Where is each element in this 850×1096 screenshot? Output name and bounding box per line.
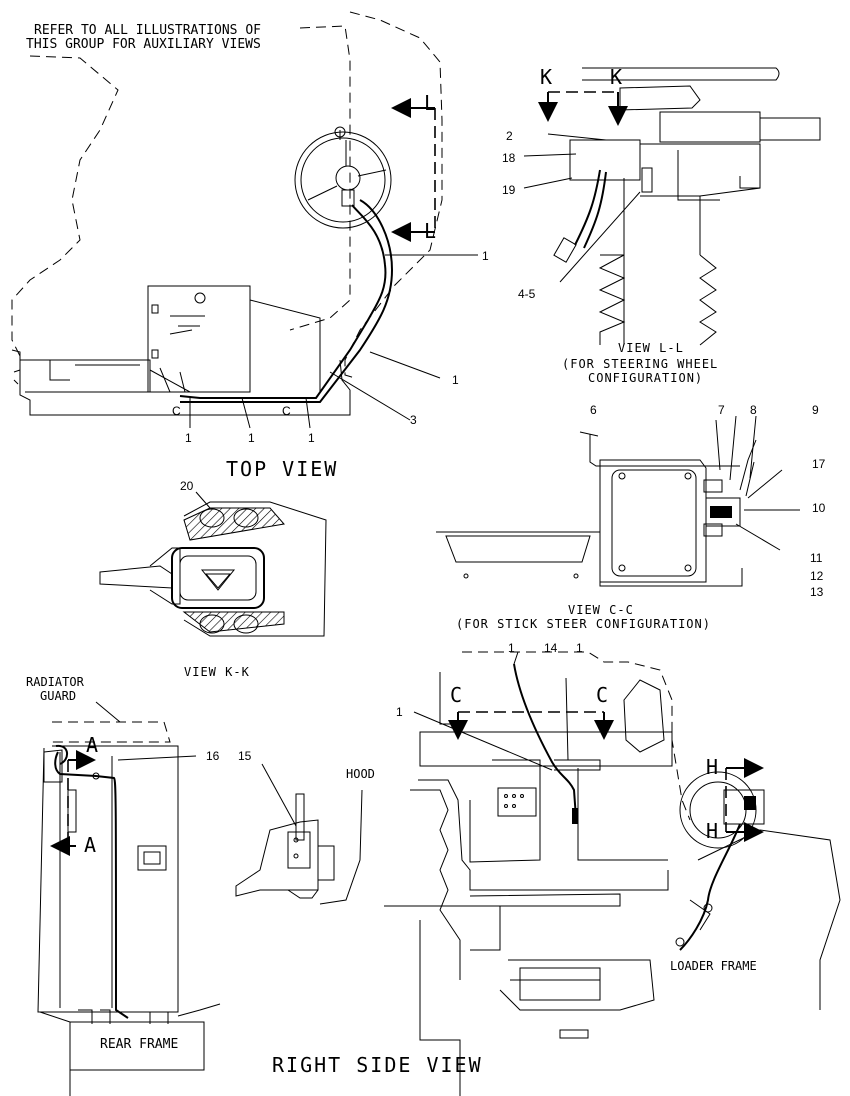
section-letter-H-top: H <box>706 755 718 779</box>
callout-2: 2 <box>506 129 513 143</box>
callout-9: 9 <box>812 403 819 417</box>
label-radiator: RADIATOR <box>26 675 85 689</box>
callout-11: 11 <box>810 551 823 565</box>
callout-1-side-c: 1 <box>396 705 403 719</box>
view-CC-sub: (FOR STICK STEER CONFIGURATION) <box>456 617 711 631</box>
callout-1-top-e: 1 <box>308 431 315 445</box>
section-letter-C-right: C <box>282 404 291 418</box>
section-letter-H-bottom: H <box>706 819 718 843</box>
label-guard: GUARD <box>40 689 76 703</box>
callout-14: 14 <box>544 641 558 655</box>
callout-20: 20 <box>180 479 194 493</box>
wiring-harness-top <box>179 204 387 399</box>
callout-1-top-c: 1 <box>185 431 192 445</box>
callout-19: 19 <box>502 183 516 197</box>
header-note: REFER TO ALL ILLUSTRATIONS OF THIS GROUP… <box>26 23 261 52</box>
wiring-harness-right-side <box>513 663 577 819</box>
callout-7: 7 <box>718 403 725 417</box>
section-letter-A-bottom: A <box>84 833 96 857</box>
callout-8: 8 <box>750 403 757 417</box>
callout-12: 12 <box>810 569 824 583</box>
section-letter-L-bottom: L <box>424 219 436 243</box>
right-side-view-title: RIGHT SIDE VIEW <box>272 1053 483 1077</box>
view-LL: K K 2 18 19 4-5 VIEW L-L (FOR STEERING W… <box>502 65 821 385</box>
hood-detail: 15 HOOD <box>235 749 375 905</box>
callout-16: 16 <box>206 749 220 763</box>
section-arrow-K: K K <box>538 65 628 126</box>
section-letter-C-left: C <box>172 404 181 418</box>
steering-bellows <box>598 254 717 346</box>
view-CC-title: VIEW C-C <box>568 603 634 617</box>
callout-10: 10 <box>812 501 826 515</box>
section-letter-C-left-side: C <box>450 683 462 707</box>
view-KK-title: VIEW K-K <box>184 665 250 679</box>
callout-15: 15 <box>238 749 252 763</box>
wiring-harness-radiator <box>54 751 129 1019</box>
view-LL-sub2: CONFIGURATION) <box>588 371 703 385</box>
label-rear-frame: REAR FRAME <box>100 1037 178 1052</box>
radiator-guard-view: RADIATOR GUARD A A 16 REAR FRAME <box>26 675 221 1096</box>
section-letter-C-right-side: C <box>596 683 608 707</box>
callout-1-side-a: 1 <box>508 641 515 655</box>
right-side-main: C C 1 14 1 1 H H LOADER FRAME <box>272 641 841 1096</box>
view-CC: 6 7 8 9 17 10 11 12 13 VIEW C-C (FOR STI… <box>436 403 826 631</box>
note-line-2: THIS GROUP FOR AUXILIARY VIEWS <box>26 37 261 52</box>
callout-18: 18 <box>502 151 516 165</box>
callout-1-top-a: 1 <box>482 249 489 263</box>
callout-13: 13 <box>810 585 824 599</box>
callout-17: 17 <box>812 457 826 471</box>
section-letter-K-right: K <box>610 65 622 89</box>
cab-outline <box>344 11 443 379</box>
view-KK: 20 VIEW K-K <box>99 479 327 679</box>
callout-1-side-b: 1 <box>576 641 583 655</box>
section-arrow-L: L L <box>391 91 436 243</box>
callout-1-top-d: 1 <box>248 431 255 445</box>
view-LL-sub1: (FOR STEERING WHEEL <box>562 357 718 371</box>
label-hood: HOOD <box>346 767 375 781</box>
section-letter-L-top: L <box>424 91 436 115</box>
view-LL-title: VIEW L-L <box>618 341 684 355</box>
callout-4-5: 4-5 <box>518 287 536 301</box>
section-letter-A-top: A <box>86 733 98 757</box>
top-view: L L C C 1 1 3 1 1 1 TOP VIEW <box>11 11 489 481</box>
callout-6: 6 <box>590 403 597 417</box>
callout-1-top-b: 1 <box>452 373 459 387</box>
callout-3: 3 <box>410 413 417 427</box>
note-line-1: REFER TO ALL ILLUSTRATIONS OF <box>34 23 261 38</box>
steering-wheel <box>294 126 392 229</box>
section-letter-K-left: K <box>540 65 552 89</box>
console-box <box>147 285 321 393</box>
label-loader-frame: LOADER FRAME <box>670 959 757 973</box>
top-view-title: TOP VIEW <box>226 457 338 481</box>
